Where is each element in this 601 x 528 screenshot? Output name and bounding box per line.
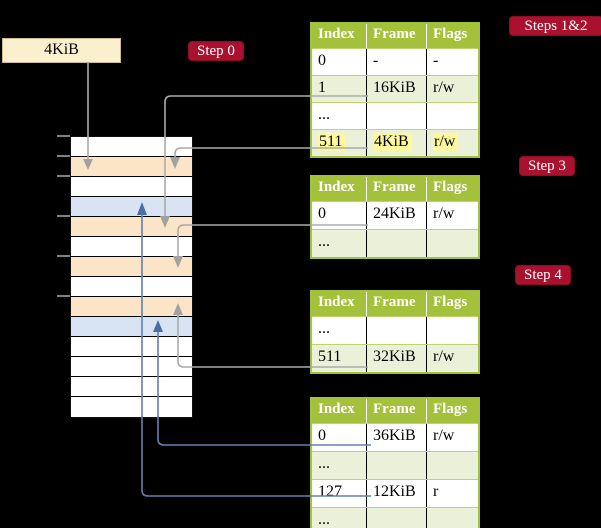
table-row: 1 16KiB r/w bbox=[312, 75, 478, 102]
header-index: Index bbox=[312, 24, 367, 48]
index-cell: ... bbox=[312, 103, 367, 129]
table-header-row: Index Frame Flags bbox=[312, 292, 478, 316]
memory-row-free bbox=[71, 177, 192, 197]
memory-row-free bbox=[71, 377, 192, 397]
index-cell: 127 bbox=[312, 480, 367, 507]
header-index: Index bbox=[312, 399, 367, 423]
table-row: ... bbox=[312, 102, 478, 129]
table-row: 511 32KiB r/w bbox=[312, 344, 478, 372]
memory-row-free bbox=[71, 237, 192, 257]
frame-cell bbox=[367, 317, 427, 344]
index-cell: ... bbox=[312, 230, 367, 257]
frame-cell: 16KiB bbox=[367, 76, 427, 102]
table-row: 127 12KiB r bbox=[312, 479, 478, 507]
index-cell: 511 bbox=[312, 345, 367, 372]
flags-cell: r/w bbox=[433, 348, 455, 365]
memory-row-free bbox=[71, 277, 192, 297]
table-header-row: Index Frame Flags bbox=[312, 177, 478, 201]
header-frame: Frame bbox=[367, 292, 427, 316]
header-index: Index bbox=[312, 177, 367, 201]
steps-1-2-badge: Steps 1&2 bbox=[509, 16, 601, 36]
memory-row-frame-24kib bbox=[71, 257, 192, 277]
index-cell: 1 bbox=[312, 76, 367, 102]
page-table-steps-1-2: Index Frame Flags 0 - - 1 16KiB r/w ... … bbox=[310, 22, 480, 158]
flags-cell bbox=[427, 230, 478, 257]
table-row: ... bbox=[312, 316, 478, 344]
memory-row-frame-32kib bbox=[71, 297, 192, 317]
header-flags: Flags bbox=[433, 26, 468, 42]
table-row: 0 36KiB r/w bbox=[312, 423, 478, 451]
flags-cell bbox=[427, 508, 478, 528]
flags-cell bbox=[427, 103, 478, 129]
step-4-badge: Step 4 bbox=[515, 265, 571, 285]
index-cell: 0 bbox=[312, 424, 367, 451]
memory-row-free bbox=[71, 337, 192, 357]
header-index: Index bbox=[312, 292, 367, 316]
memory-row-frame-36kib bbox=[71, 317, 192, 337]
flags-cell: r/w bbox=[433, 79, 455, 96]
page-table-step-4: Index Frame Flags ... 511 32KiB r/w bbox=[310, 290, 480, 374]
index-cell: 0 bbox=[312, 202, 367, 229]
address-tick bbox=[57, 255, 70, 257]
address-tick bbox=[57, 155, 70, 157]
flags-cell: r/w bbox=[433, 205, 455, 222]
memory-row-free bbox=[71, 357, 192, 377]
header-flags: Flags bbox=[433, 401, 468, 417]
frame-cell: 24KiB bbox=[367, 202, 427, 229]
physical-memory-column bbox=[70, 136, 193, 418]
table-row: ... bbox=[312, 229, 478, 257]
header-flags: Flags bbox=[433, 179, 468, 195]
index-cell: ... bbox=[312, 452, 367, 479]
memory-row-frame-16kib bbox=[71, 217, 192, 237]
header-frame: Frame bbox=[367, 399, 427, 423]
index-cell: ... bbox=[312, 317, 367, 344]
frame-4kib-label-box: 4KiB bbox=[2, 38, 121, 63]
address-tick bbox=[57, 215, 70, 217]
index-cell: 0 bbox=[312, 49, 367, 75]
frame-cell: 32KiB bbox=[367, 345, 427, 372]
header-frame: Frame bbox=[367, 24, 427, 48]
flags-cell bbox=[427, 452, 478, 479]
flags-cell: r bbox=[433, 483, 439, 500]
header-flags: Flags bbox=[433, 294, 468, 310]
page-table-step-3: Index Frame Flags 0 24KiB r/w ... bbox=[310, 175, 480, 259]
address-tick bbox=[57, 135, 70, 137]
table-row: 0 - - bbox=[312, 48, 478, 75]
step-0-badge: Step 0 bbox=[188, 41, 244, 61]
frame-cell bbox=[367, 452, 427, 479]
frame-cell bbox=[367, 508, 427, 528]
page-table-final-level: Index Frame Flags 0 36KiB r/w ... 127 12… bbox=[310, 397, 480, 528]
index-cell: ... bbox=[312, 508, 367, 528]
header-frame: Frame bbox=[367, 177, 427, 201]
frame-cell bbox=[367, 103, 427, 129]
table-header-row: Index Frame Flags bbox=[312, 24, 478, 48]
frame-cell: 36KiB bbox=[367, 424, 427, 451]
step-3-badge: Step 3 bbox=[519, 156, 575, 176]
flags-cell: r/w bbox=[433, 427, 455, 444]
table-row: 0 24KiB r/w bbox=[312, 201, 478, 229]
table-header-row: Index Frame Flags bbox=[312, 399, 478, 423]
frame-cell bbox=[367, 230, 427, 257]
flags-cell: - bbox=[433, 52, 439, 69]
table-row-highlighted: 511 4KiB r/w bbox=[312, 129, 478, 156]
frame-cell: - bbox=[367, 49, 427, 75]
address-tick bbox=[57, 295, 70, 297]
flags-cell: r/w bbox=[427, 130, 478, 156]
memory-row-free bbox=[71, 137, 192, 157]
memory-row-frame-4kib bbox=[71, 157, 192, 177]
index-cell: 511 bbox=[312, 130, 367, 156]
address-tick bbox=[57, 175, 70, 177]
flags-cell bbox=[427, 317, 478, 344]
memory-row-free bbox=[71, 397, 192, 417]
table-row: ... bbox=[312, 507, 478, 528]
frame-cell: 12KiB bbox=[367, 480, 427, 507]
memory-row-frame-12kib bbox=[71, 197, 192, 217]
frame-cell: 4KiB bbox=[367, 130, 427, 156]
table-row: ... bbox=[312, 451, 478, 479]
